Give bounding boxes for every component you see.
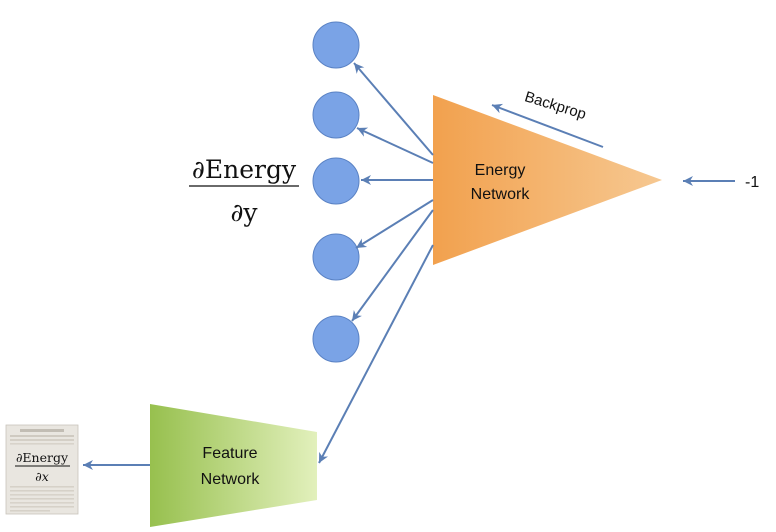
- input-document-image: [5, 424, 79, 515]
- input-value-label: -1: [745, 174, 759, 191]
- energy-network-shape: [433, 95, 662, 265]
- backprop-label: Backprop: [523, 88, 589, 123]
- input-gradient-fraction: ∂Energy ∂x: [15, 450, 70, 484]
- output-node-5: [312, 315, 360, 363]
- backprop-arrow: [491, 103, 604, 148]
- arrow-to-node-5: [351, 209, 434, 322]
- output-gradient-denominator: ∂y: [230, 198, 258, 227]
- output-node-2: [312, 91, 360, 139]
- feature-network-label-line2: Network: [201, 471, 261, 488]
- arrow-to-node-4: [355, 199, 434, 249]
- output-gradient-numerator: ∂Energy: [192, 155, 297, 184]
- feature-network-label-line1: Feature: [202, 445, 257, 462]
- feature-network-shape: [150, 404, 317, 527]
- output-node-4: [312, 233, 360, 281]
- output-nodes: [312, 21, 360, 363]
- input-gradient-numerator: ∂Energy: [16, 450, 69, 465]
- output-gradient-fraction: ∂Energy ∂y: [189, 155, 299, 227]
- arrow-to-feature-network: [318, 244, 434, 464]
- output-node-1: [312, 21, 360, 69]
- gradient-arrows: [83, 62, 735, 470]
- energy-network-label-line2: Network: [471, 186, 531, 203]
- input-gradient-denominator: ∂x: [35, 469, 49, 484]
- energy-network-label-line1: Energy: [475, 162, 526, 179]
- arrow-to-node-1: [353, 62, 434, 156]
- output-node-3: [312, 157, 360, 205]
- arrow-to-node-2: [356, 127, 434, 164]
